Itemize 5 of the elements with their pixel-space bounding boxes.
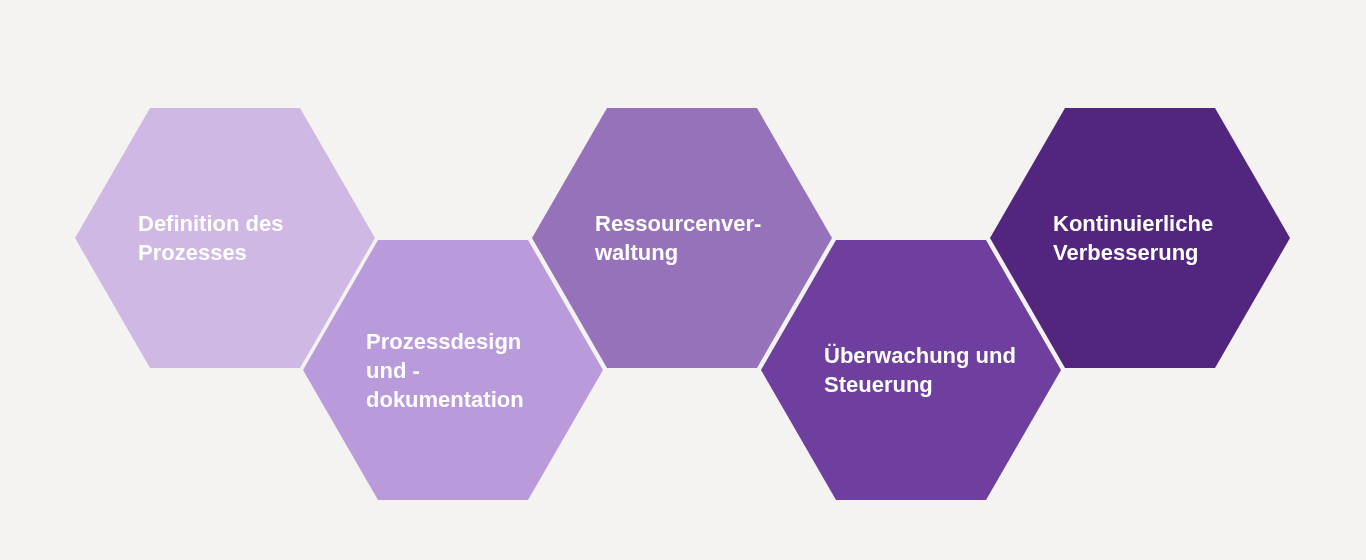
- step-label: Prozessdesign und - dokumentation: [366, 327, 525, 414]
- step-label: Überwachung und Steuerung: [824, 342, 1017, 399]
- step-label: Definition des Prozesses: [138, 210, 285, 267]
- step-label: Kontinuierliche Verbesserung: [1053, 210, 1215, 267]
- step-label: Ressourcenver- waltung: [595, 210, 763, 267]
